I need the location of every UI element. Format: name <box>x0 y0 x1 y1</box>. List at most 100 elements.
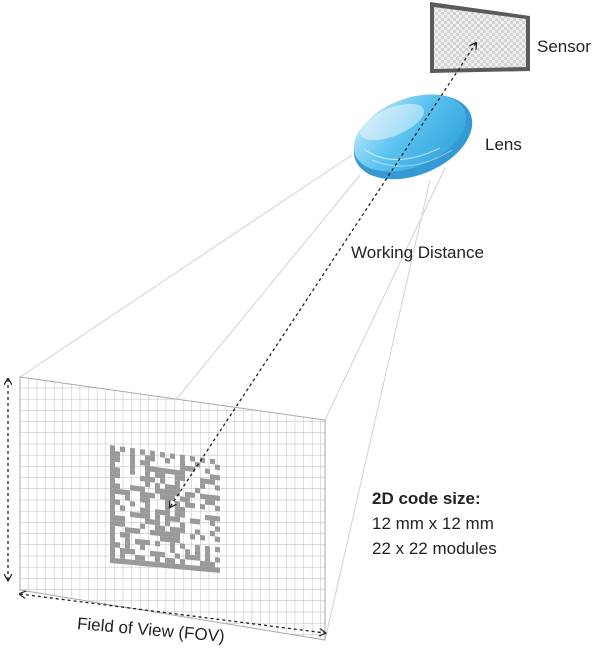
code-module <box>155 530 160 536</box>
code-module <box>160 467 165 474</box>
code-module <box>150 450 155 457</box>
code-module <box>150 519 155 525</box>
code-module <box>130 548 135 555</box>
code-module <box>215 505 220 512</box>
code-module <box>165 557 170 564</box>
code-module <box>125 532 130 539</box>
code-module <box>110 487 115 494</box>
code-module <box>170 531 175 538</box>
code-module <box>160 488 165 495</box>
code-module <box>110 557 115 564</box>
code-module <box>145 465 150 472</box>
code-module <box>190 492 195 499</box>
code-module <box>180 465 185 471</box>
code-module <box>175 553 180 559</box>
code-module <box>150 455 155 462</box>
code-module <box>200 560 205 567</box>
code-module <box>155 514 160 521</box>
code-module <box>115 456 120 463</box>
code-module <box>135 528 140 534</box>
code-module <box>150 492 155 499</box>
code-module <box>140 475 145 482</box>
code-module <box>130 511 135 518</box>
code-module <box>165 468 170 475</box>
code-module <box>120 515 125 522</box>
code-module <box>110 509 115 516</box>
code-module <box>190 518 195 524</box>
code-size-title: 2D code size: <box>372 489 481 508</box>
code-module <box>145 470 150 477</box>
code-module <box>145 560 150 567</box>
code-module <box>205 551 210 557</box>
code-module <box>155 556 160 563</box>
code-module <box>145 460 150 467</box>
code-module <box>205 499 210 505</box>
code-module <box>115 542 120 548</box>
code-module <box>110 471 115 478</box>
code-module <box>180 454 185 461</box>
code-module <box>145 539 150 546</box>
code-module <box>180 564 185 570</box>
code-module <box>155 561 160 568</box>
code-module <box>165 531 170 537</box>
code-module <box>170 547 175 554</box>
code-module <box>195 518 200 525</box>
code-module <box>170 526 175 533</box>
code-module <box>160 451 165 458</box>
code-module <box>215 495 220 502</box>
code-module <box>215 557 220 563</box>
code-module <box>110 525 115 532</box>
code-module <box>110 455 115 462</box>
code-module <box>140 555 145 561</box>
code-module <box>155 540 160 547</box>
code-module <box>170 453 175 460</box>
code-module <box>115 483 120 490</box>
code-module <box>195 544 200 551</box>
lens-label: Lens <box>485 135 522 154</box>
code-module <box>215 567 220 573</box>
code-module <box>150 476 155 483</box>
code-module <box>150 466 155 473</box>
code-module <box>120 446 125 453</box>
code-module <box>135 538 140 545</box>
code-module <box>155 482 160 489</box>
lens-icon <box>353 94 473 180</box>
code-module <box>145 513 150 520</box>
code-module <box>160 472 165 479</box>
code-module <box>175 500 180 507</box>
code-module <box>200 566 205 572</box>
code-module <box>185 496 190 503</box>
code-module <box>140 507 145 514</box>
code-module <box>135 485 140 492</box>
code-module <box>145 497 150 504</box>
code-module <box>180 506 185 513</box>
code-size-info: 2D code size: 12 mm x 12 mm 22 x 22 modu… <box>372 486 497 561</box>
code-module <box>205 566 210 573</box>
code-module <box>165 520 170 527</box>
code-module <box>185 465 190 472</box>
code-module <box>165 494 170 501</box>
code-module <box>145 481 150 488</box>
code-module <box>215 515 220 522</box>
code-module <box>110 504 115 510</box>
code-module <box>195 555 200 561</box>
code-module <box>160 478 165 484</box>
code-module <box>155 466 160 473</box>
code-module <box>115 499 120 506</box>
code-module <box>210 499 215 506</box>
code-module <box>170 484 175 491</box>
code-module <box>110 461 115 468</box>
code-module <box>200 534 205 541</box>
code-module <box>110 530 115 537</box>
code-module <box>160 536 165 542</box>
code-module <box>160 562 165 568</box>
code-module <box>160 493 165 500</box>
code-size-modules: 22 x 22 modules <box>372 539 497 558</box>
code-module <box>175 469 180 476</box>
code-module <box>115 467 120 474</box>
code-module <box>195 529 200 535</box>
code-module <box>140 486 145 493</box>
code-module <box>190 455 195 462</box>
code-module <box>160 509 165 516</box>
sensor-label: Sensor <box>537 37 591 56</box>
